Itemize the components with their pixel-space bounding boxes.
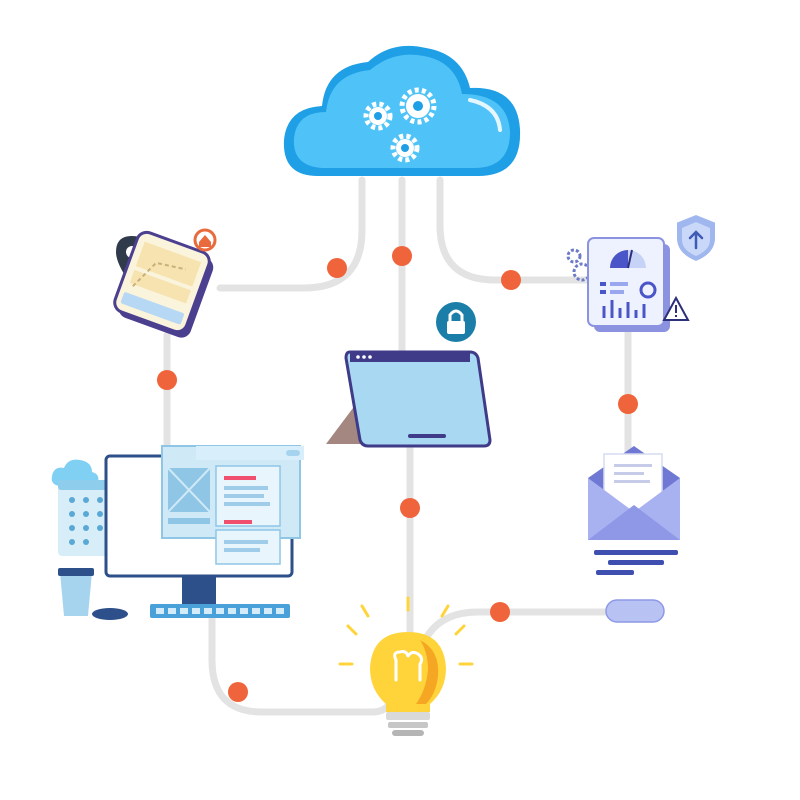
node-dots bbox=[157, 246, 638, 702]
node-dot bbox=[400, 498, 420, 518]
tablet-icon bbox=[326, 350, 492, 448]
node-dot bbox=[228, 682, 248, 702]
cloud-gears-icon bbox=[283, 45, 521, 176]
desktop-calendar-icon bbox=[51, 445, 304, 620]
connector-email-bulb bbox=[421, 608, 612, 644]
node-dot bbox=[327, 258, 347, 278]
connector-lines bbox=[163, 176, 632, 716]
node-dot bbox=[501, 270, 521, 290]
lightbulb-icon bbox=[338, 596, 474, 736]
settings-gears-icon bbox=[566, 248, 592, 282]
shield-icon bbox=[675, 212, 717, 264]
node-dot bbox=[157, 370, 177, 390]
node-dot bbox=[490, 602, 510, 622]
node-dot bbox=[392, 246, 412, 266]
node-dot bbox=[618, 394, 638, 414]
lock-icon bbox=[436, 302, 476, 342]
map-phone-icon bbox=[113, 228, 217, 338]
envelope-icon bbox=[588, 446, 680, 623]
connector-cloud-dashboard bbox=[436, 176, 594, 284]
connector-cloud-phone bbox=[216, 176, 366, 292]
dashboard-report-icon bbox=[587, 237, 690, 332]
